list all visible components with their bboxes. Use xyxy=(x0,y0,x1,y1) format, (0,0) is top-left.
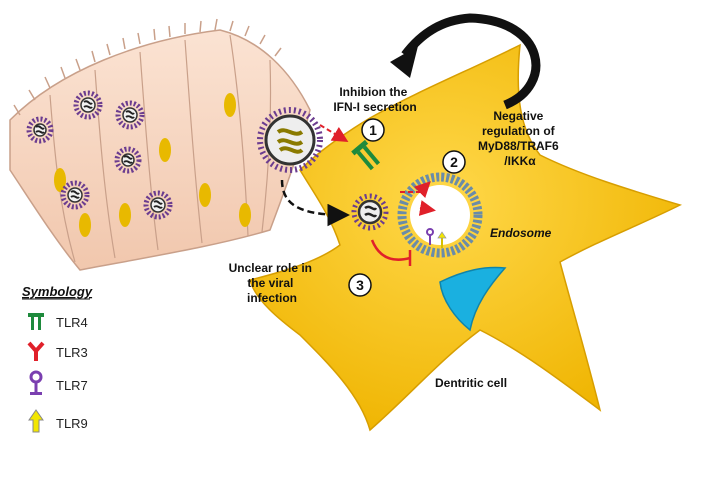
epithelium xyxy=(9,18,311,271)
step-3-label: 3 xyxy=(356,277,364,293)
tlr4-icon xyxy=(28,313,44,330)
virion-icon xyxy=(60,180,90,210)
virion-icon xyxy=(26,116,54,144)
tlr7-icon xyxy=(29,370,43,395)
legend-title: Symbology xyxy=(22,284,93,299)
large-virus xyxy=(257,107,323,173)
dendritic-cell-label: Dentritic cell xyxy=(435,376,507,390)
step-1-label: 1 xyxy=(369,122,377,138)
step-3-marker: 3 xyxy=(348,273,372,297)
tlr9-in-endosome-icon xyxy=(437,231,447,248)
legend-item-tlr3: TLR3 xyxy=(27,341,88,361)
virion-icon xyxy=(114,146,142,174)
internal-virus xyxy=(351,193,389,231)
negative-feedback-arrow xyxy=(401,13,541,110)
epithelial-nucleus xyxy=(54,168,66,192)
legend: Symbology TLR4 TLR3 TLR7 xyxy=(22,284,93,433)
endosome xyxy=(397,172,483,258)
microvilli xyxy=(13,18,282,116)
legend-item-tlr4: TLR4 xyxy=(28,313,88,330)
epithelial-nucleus xyxy=(159,138,171,162)
step-2-label: 2 xyxy=(450,154,458,170)
epithelial-nucleus xyxy=(79,213,91,237)
tlr9-icon xyxy=(28,409,44,433)
virion-icon xyxy=(73,90,103,120)
unclear-role-label: Unclear role in the viral infection xyxy=(229,261,316,305)
red-arrow-2 xyxy=(400,181,431,199)
red-arrow-1 xyxy=(319,124,349,143)
legend-label-tlr9: TLR9 xyxy=(56,416,88,431)
virion-icon xyxy=(143,190,173,220)
virion-group xyxy=(26,90,173,220)
virion-icon xyxy=(115,100,145,130)
dc-nucleus xyxy=(439,266,507,332)
endosome-label: Endosome xyxy=(490,226,552,240)
legend-label-tlr7: TLR7 xyxy=(56,378,88,393)
red-arrow-3 xyxy=(418,200,436,216)
inhibition-label: Inhibion the IFN-I secretion xyxy=(333,85,416,114)
epithelial-nucleus xyxy=(224,93,236,117)
epithelial-nucleus xyxy=(199,183,211,207)
epithelial-nucleus xyxy=(119,203,131,227)
step-1-marker: 1 xyxy=(361,118,385,142)
step-2-marker: 2 xyxy=(442,150,466,174)
legend-label-tlr4: TLR4 xyxy=(56,315,88,330)
epithelial-nucleus xyxy=(239,203,251,227)
legend-item-tlr7: TLR7 xyxy=(29,370,88,395)
entry-arrow xyxy=(280,179,350,227)
tlr4-membrane-icon xyxy=(351,139,381,171)
negative-feedback-arrowhead xyxy=(390,46,418,78)
tlr3-icon xyxy=(27,341,45,361)
legend-label-tlr3: TLR3 xyxy=(56,345,88,360)
red-inhibition-line xyxy=(370,239,412,266)
legend-item-tlr9: TLR9 xyxy=(28,409,88,433)
tlr7-in-endosome-icon xyxy=(426,228,434,245)
negative-regulation-label: Negative regulation of MyD88/TRAF6 /IKKα xyxy=(478,109,562,168)
